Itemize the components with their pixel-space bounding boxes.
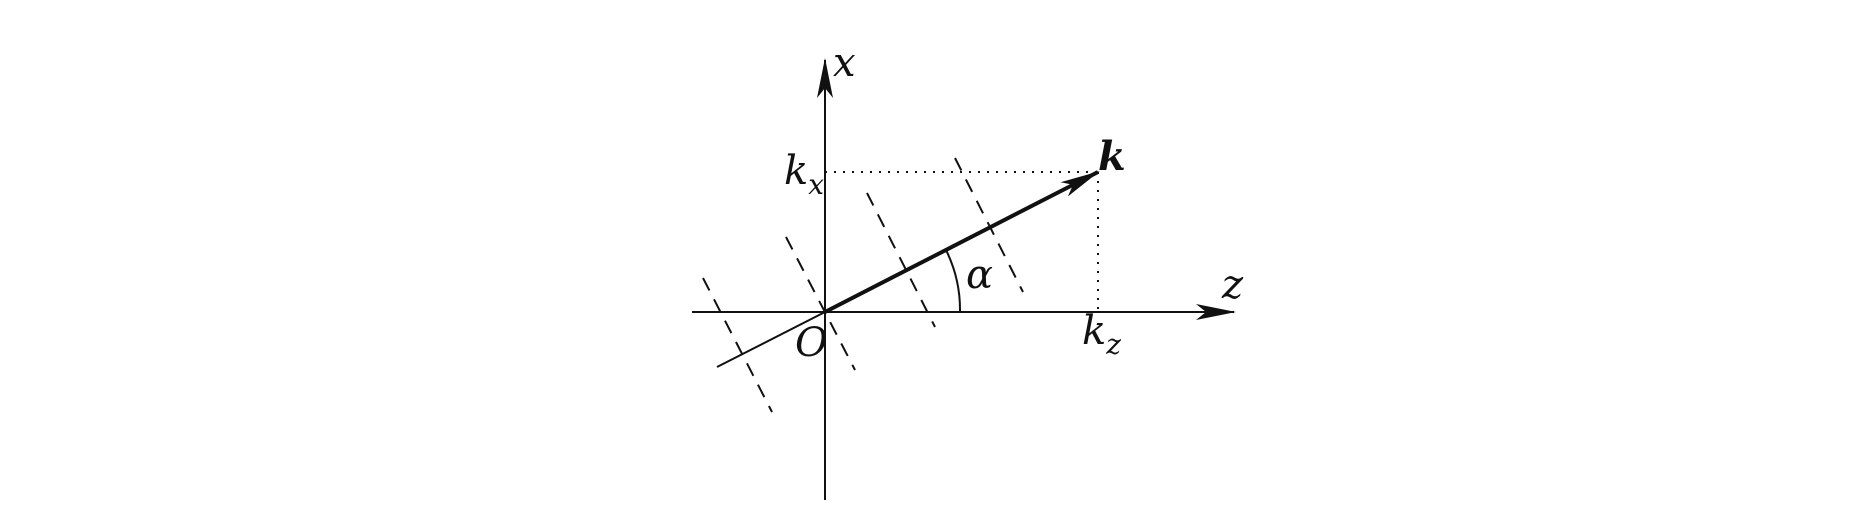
wavefront-2 (785, 236, 856, 371)
x-axis-label: x (833, 40, 856, 86)
wave-vector-k (824, 170, 1100, 314)
wavefronts (702, 157, 1024, 413)
vector-k-label: k (1098, 133, 1126, 180)
wavefront-1 (702, 277, 773, 413)
wavefront-4 (954, 157, 1024, 293)
angle-alpha-label: α (966, 252, 993, 298)
kx-label: kx (784, 148, 824, 201)
k-direction-extension (716, 311, 826, 368)
origin-label: O (795, 320, 828, 366)
kz-label-main: k (1082, 308, 1106, 354)
angle-alpha-arc (945, 249, 962, 313)
kx-label-main: k (784, 148, 808, 194)
z-axis-label: z (1221, 262, 1244, 308)
wavefront-3 (866, 192, 936, 328)
kz-label: kz (1082, 308, 1121, 361)
kz-label-sub: z (1105, 328, 1121, 361)
kx-label-sub: x (808, 168, 824, 201)
